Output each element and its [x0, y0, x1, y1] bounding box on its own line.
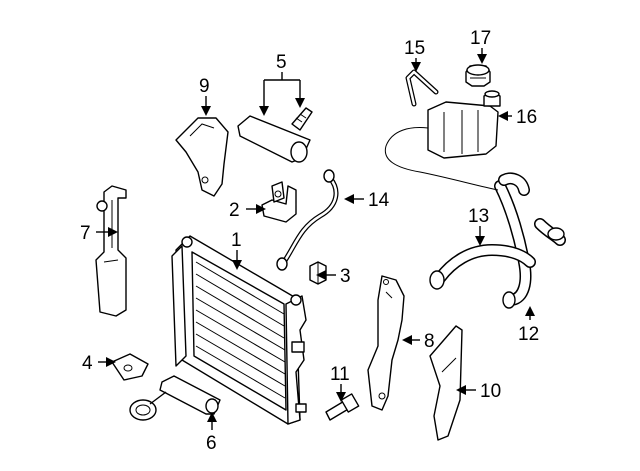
callout-11: 11 — [330, 364, 350, 385]
callout-17: 17 — [470, 28, 491, 49]
callout-13: 13 — [468, 206, 489, 227]
callout-16: 16 — [516, 107, 537, 128]
callout-7: 7 — [80, 223, 91, 244]
callout-10: 10 — [480, 381, 501, 402]
callout-12: 12 — [518, 324, 539, 345]
callout-1: 1 — [231, 230, 242, 251]
callout-14: 14 — [368, 190, 390, 211]
bracket-part-4[interactable] — [111, 353, 149, 381]
air-guide-part-8[interactable] — [367, 275, 405, 411]
callout-labels: 1 2 3 4 5 6 7 8 9 10 11 12 13 14 15 16 1… — [80, 28, 539, 454]
callout-8: 8 — [424, 331, 435, 352]
lower-coolant-hose-part-12[interactable] — [494, 172, 566, 309]
callout-4: 4 — [82, 353, 93, 374]
coolant-reservoir-part-16[interactable] — [384, 90, 501, 191]
coolant-hose-part-13[interactable] — [429, 244, 536, 290]
bracket-part-2[interactable] — [261, 181, 297, 223]
callout-5: 5 — [276, 52, 287, 73]
air-duct-part-9[interactable] — [175, 117, 229, 197]
bleed-screw-part-11[interactable] — [325, 393, 360, 421]
callout-3: 3 — [340, 266, 351, 287]
hose-part-14[interactable] — [276, 169, 339, 271]
callout-15: 15 — [404, 38, 425, 59]
reservoir-cap-part-17[interactable] — [465, 64, 491, 87]
callout-2: 2 — [229, 200, 240, 221]
small-hose-part-15[interactable] — [405, 69, 439, 107]
radiator-part[interactable] — [171, 235, 307, 425]
lower-hose-part-6[interactable] — [129, 375, 221, 421]
callout-9: 9 — [199, 76, 210, 97]
callout-6: 6 — [206, 433, 217, 454]
side-bracket-part-7[interactable] — [95, 185, 127, 317]
leader-lines — [96, 48, 535, 430]
upper-hose-part-5[interactable] — [237, 107, 313, 163]
deflector-part-10[interactable] — [429, 325, 463, 441]
